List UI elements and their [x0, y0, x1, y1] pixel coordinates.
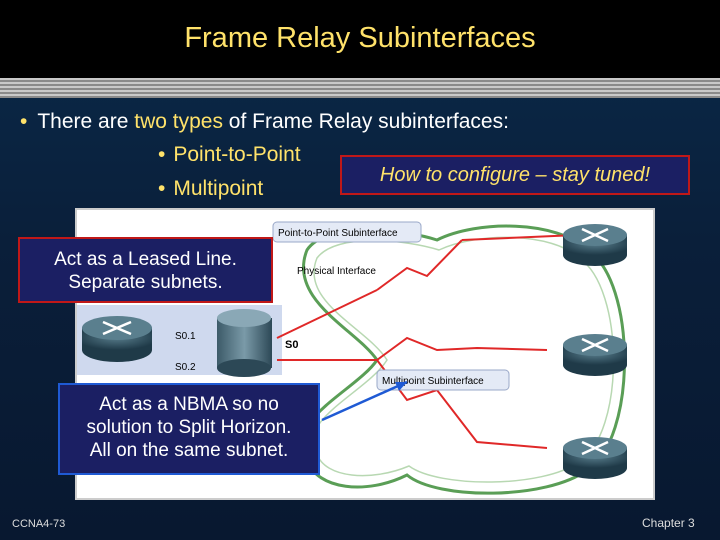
- multipoint-pointer-arrow: [321, 380, 408, 422]
- stay-tuned-callout: How to configure – stay tuned!: [340, 155, 690, 195]
- s0-label: S0: [285, 339, 298, 351]
- title-stripe: [0, 78, 720, 98]
- pvc-link-middle: [376, 336, 548, 361]
- footer-slide-code: CCNA4-73: [12, 518, 66, 530]
- nbma-text: solution to Split Horizon.: [86, 417, 292, 438]
- bullet-dot: •: [20, 110, 28, 133]
- pvc-link-top: [376, 239, 463, 291]
- leased-line-text: Separate subnets.: [68, 272, 223, 293]
- leased-line-text: Act as a Leased Line.: [54, 249, 237, 270]
- physical-interface-label: Physical Interface: [297, 266, 376, 277]
- leased-line-callout: Act as a Leased Line. Separate subnets.: [18, 237, 273, 303]
- remote-router-icon-top: [563, 224, 627, 266]
- main-bullet: • There are two types of Frame Relay subi…: [20, 110, 509, 134]
- nbma-text: Act as a NBMA so no: [99, 394, 279, 415]
- subbullet-label: Multipoint: [173, 177, 264, 200]
- multipoint-subinterface-label: Multipoint Subinterface: [382, 376, 484, 387]
- s01-label: S0.1: [175, 331, 196, 342]
- link-s01: [276, 289, 378, 339]
- ptp-subinterface-label: Point-to-Point Subinterface: [278, 228, 398, 239]
- title-band: [0, 0, 720, 78]
- subbullet-label: Point-to-Point: [173, 143, 301, 166]
- frame-relay-cloud: [300, 224, 626, 495]
- bullet-highlight: two types: [134, 110, 223, 133]
- remote-router-icon-middle: [563, 334, 627, 376]
- subbullet-multipoint: • Multipoint: [158, 177, 263, 201]
- footer-chapter: Chapter 3: [642, 516, 695, 530]
- remote-router-icon-bottom: [563, 437, 627, 479]
- nbma-text: All on the same subnet.: [89, 440, 289, 461]
- bullet-suffix: of Frame Relay subinterfaces:: [222, 110, 509, 133]
- local-router-icon: [82, 316, 152, 362]
- bullet-prefix: There are: [37, 110, 135, 133]
- diagram-svg: Point-to-Point Subinterface Physical Int…: [77, 221, 627, 495]
- s02-label: S0.2: [175, 362, 196, 373]
- ptp-subinterface-label-box: [272, 221, 422, 243]
- bullet-dot: •: [158, 143, 166, 166]
- physical-interface-cylinder: [217, 309, 272, 377]
- nbma-callout: Act as a NBMA so no solution to Split Ho…: [58, 383, 320, 475]
- bullet-dot: •: [158, 177, 166, 200]
- pvc-link-top-end: [461, 234, 578, 241]
- subbullet-point-to-point: • Point-to-Point: [158, 143, 301, 167]
- slide-title: Frame Relay Subinterfaces: [184, 22, 536, 54]
- multipoint-pointer-arrowhead: [395, 382, 407, 391]
- multipoint-subinterface-label-box: [376, 369, 510, 391]
